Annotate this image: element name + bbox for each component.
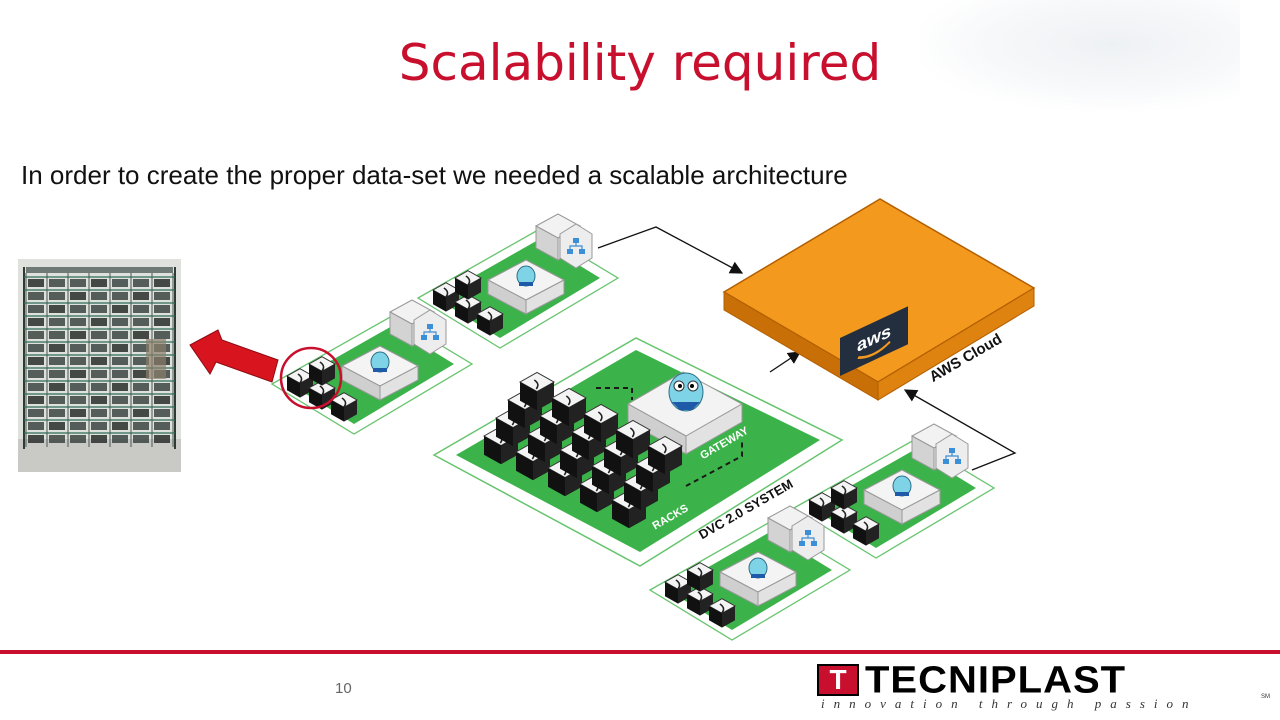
slide-title: Scalability required [398, 34, 882, 92]
gopher-mascot-icon [748, 557, 768, 579]
highlight-circle [279, 346, 343, 410]
rack-cube-icon [614, 419, 652, 459]
tecniplast-logo: T TECNIPLAST innovation through passion … [815, 659, 1270, 714]
connection-lines [597, 226, 1017, 471]
connector-center-to-cloud [769, 351, 802, 373]
node-gateway-box [862, 469, 942, 525]
gopher-mascot-icon [892, 475, 912, 497]
rack-cube-icon [453, 270, 483, 300]
aws-cloud-block: aws AWS Cloud [722, 198, 1036, 401]
rack-cube-icon [453, 294, 483, 324]
rack-cube-icon [807, 492, 837, 522]
footer-line [0, 650, 1280, 654]
gopher-mascot-icon [516, 265, 536, 287]
node-gateway-box [486, 259, 566, 315]
rack-cube-icon [518, 371, 556, 411]
node-gateway-box [340, 345, 420, 401]
logo-mark: T [817, 664, 859, 696]
rack-cube-icon [851, 516, 881, 546]
rack-cube-icon [285, 368, 315, 398]
connector-top-to-cloud [597, 226, 744, 274]
node-platform [648, 505, 852, 641]
red-arrow [189, 329, 279, 383]
gopher-mascot-icon [370, 351, 390, 373]
network-gateway-icon [388, 299, 447, 355]
rack-cube-icon [307, 356, 337, 386]
rack-cube-icon [685, 562, 715, 592]
rack-cube-icon [829, 480, 859, 510]
page-number: 10 [335, 680, 352, 697]
rack-cube-icon [646, 435, 684, 475]
network-gateway-icon [910, 423, 969, 479]
gopher-mascot-icon [668, 372, 704, 412]
rack-cube-icon [329, 392, 359, 422]
rack-cube-icon [707, 598, 737, 628]
node-platform [416, 213, 620, 349]
slide-subtitle: In order to create the proper data-set w… [21, 160, 848, 190]
logo-tagline: innovation through passion [821, 696, 1198, 711]
architecture-diagram: aws AWS Cloud GATEWAY RACKS DVC 2.0 SYST… [189, 198, 1036, 641]
node-gateway-box [718, 551, 798, 607]
rack-cube-icon [663, 574, 693, 604]
rack-cube-icon [431, 282, 461, 312]
rack-cube-icon [685, 586, 715, 616]
rack-photo [18, 259, 181, 472]
node-platform [792, 423, 996, 559]
rack-cube-icon [829, 504, 859, 534]
connector-right-to-cloud [903, 389, 1017, 471]
logo-service-mark: SM [1261, 694, 1270, 700]
center-rack-grid [482, 371, 684, 529]
background-watermark [920, 0, 1240, 110]
rack-cube-icon [582, 403, 620, 443]
rack-cube-icon [550, 387, 588, 427]
dashed-links [596, 387, 743, 487]
rack-cube-icon [475, 306, 505, 336]
logo-wordmark: TECNIPLAST [865, 659, 1127, 701]
node-platform [270, 299, 474, 435]
dvc-system-platform: GATEWAY RACKS DVC 2.0 SYSTEM [432, 337, 844, 567]
network-gateway-icon [766, 505, 825, 561]
network-gateway-icon [534, 213, 593, 269]
